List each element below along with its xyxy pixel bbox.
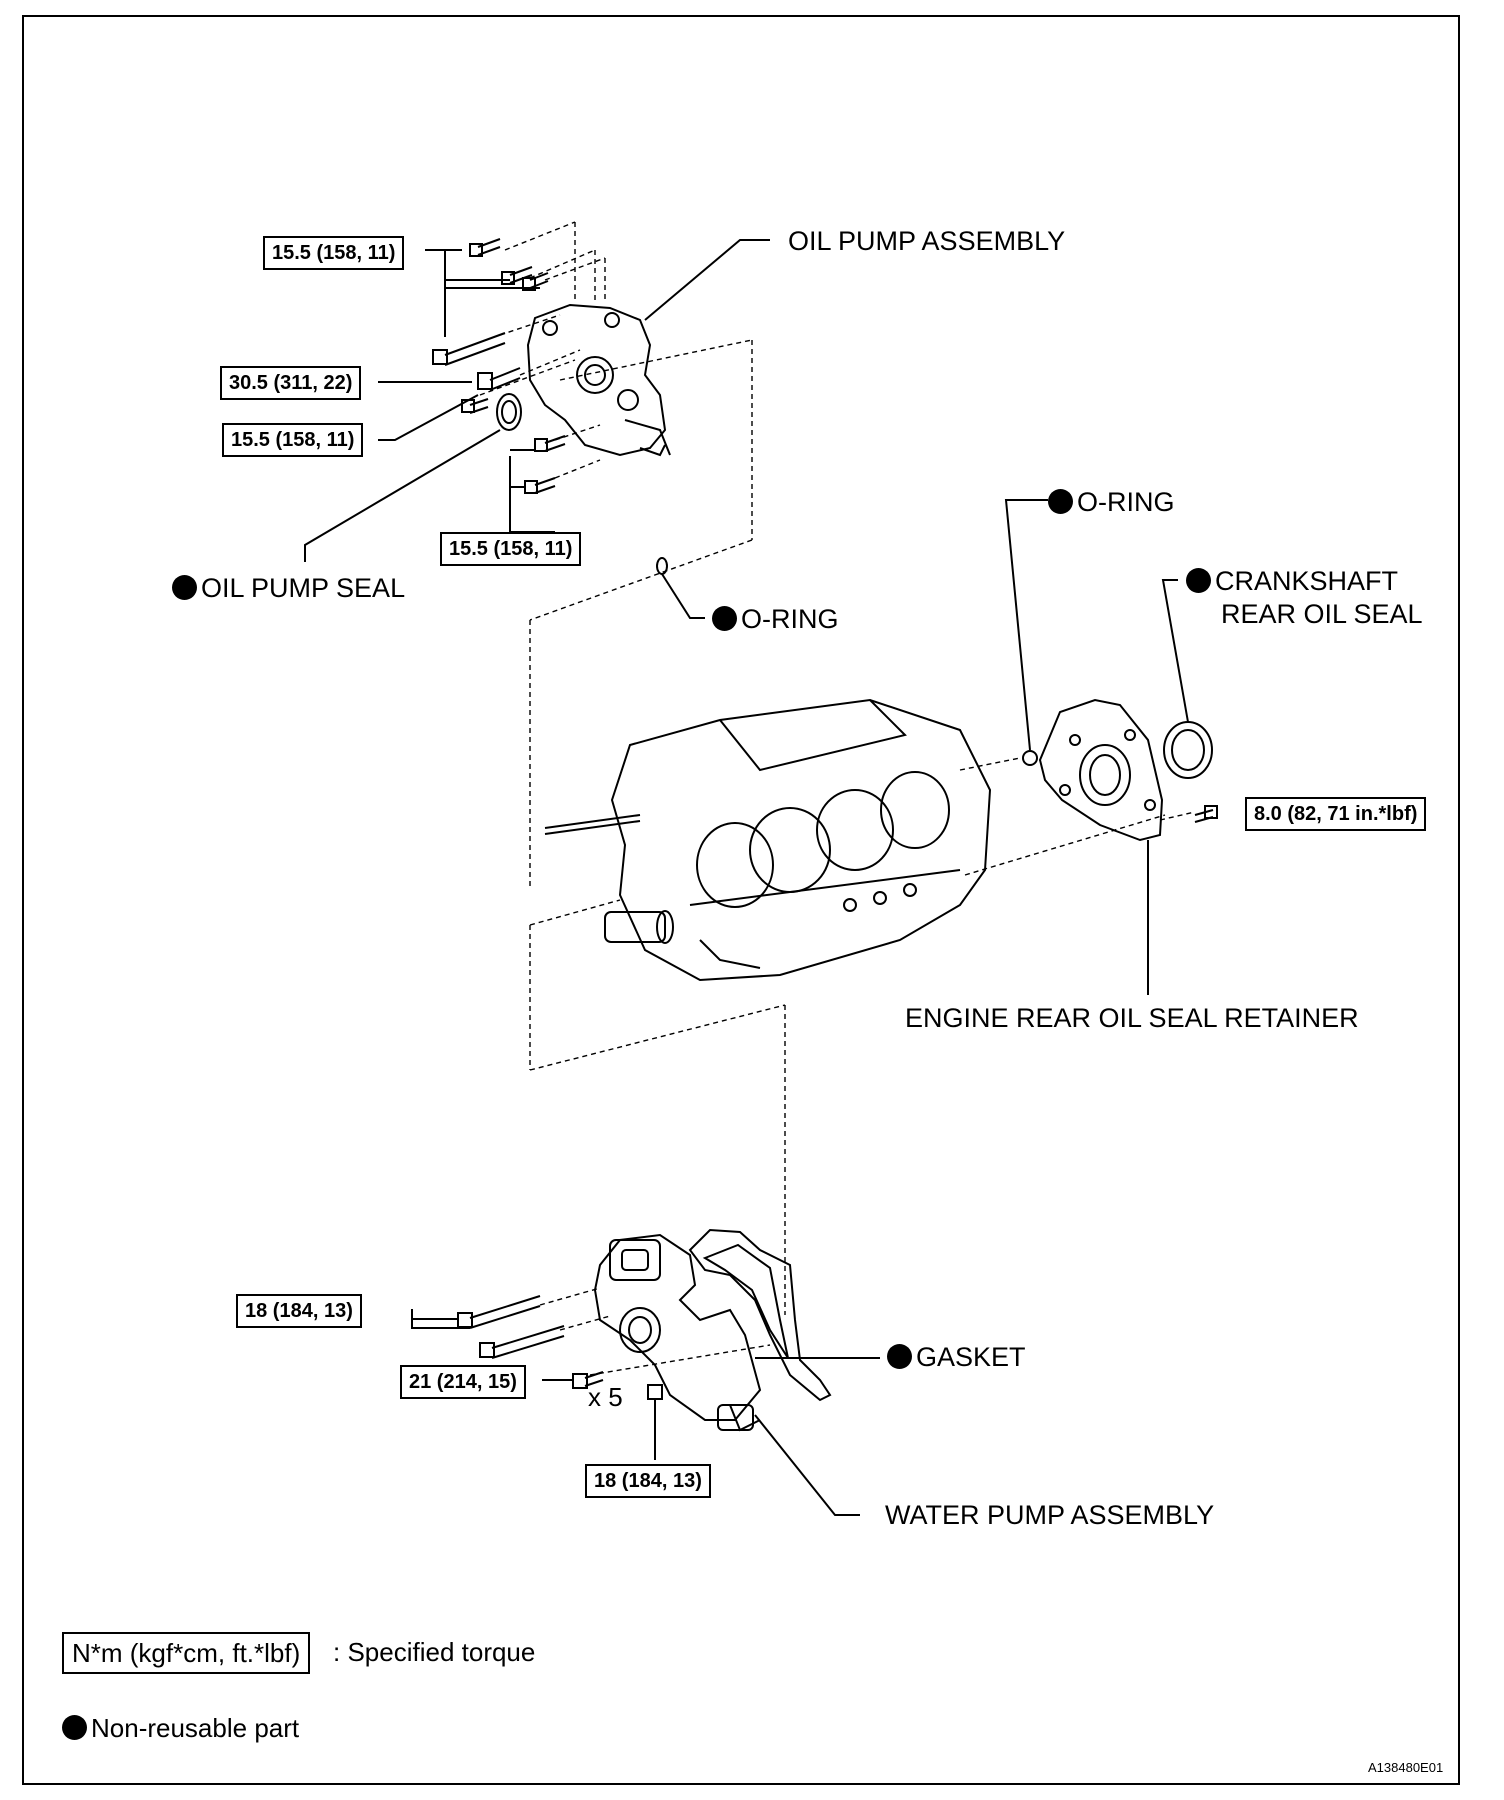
non-reusable-icon — [887, 1344, 912, 1369]
diagram-frame — [22, 15, 1460, 1785]
oil-pump-drawing — [526, 303, 671, 457]
label-water-pump-assembly: WATER PUMP ASSEMBLY — [885, 1500, 1215, 1530]
engine-block-drawing — [544, 698, 992, 982]
water-pump-drawing — [593, 1233, 762, 1432]
label-engine-rear-oil-seal-retainer: ENGINE REAR OIL SEAL RETAINER — [905, 1003, 1359, 1033]
non-reusable-icon — [1048, 489, 1073, 514]
non-reusable-icon — [712, 606, 737, 631]
o-ring-small-right — [1022, 750, 1038, 766]
label-o-ring-right: O-RING — [1048, 487, 1175, 517]
rear-oil-seal-retainer-drawing — [1038, 698, 1164, 842]
legend-non-reusable: Non-reusable part — [62, 1713, 299, 1743]
torque-oil-pump-left: 15.5 (158, 11) — [222, 423, 364, 457]
water-pump-bolts — [457, 1295, 663, 1400]
torque-water-pump-long: 18 (184, 13) — [236, 1294, 362, 1328]
torque-oil-pump-long-bolt: 30.5 (311, 22) — [220, 366, 362, 400]
oil-pump-seal-ring — [496, 393, 522, 431]
torque-oil-pump-bottom: 15.5 (158, 11) — [440, 532, 582, 566]
gasket-drawing — [688, 1228, 832, 1402]
label-crankshaft-rear-oil-seal-line2: REAR OIL SEAL — [1221, 599, 1423, 629]
torque-water-pump-bolts: 21 (214, 15) — [400, 1365, 526, 1399]
torque-water-pump-nut: 18 (184, 13) — [585, 1464, 711, 1498]
label-gasket: GASKET — [887, 1342, 1026, 1372]
leader-lines — [304, 239, 1189, 1516]
legend-torque-unit: N*m (kgf*cm, ft.*lbf) — [62, 1632, 311, 1674]
non-reusable-icon — [172, 575, 197, 600]
label-oil-pump-seal: OIL PUMP SEAL — [172, 573, 405, 603]
label-o-ring-right-text: O-RING — [1077, 487, 1175, 517]
crankshaft-rear-oil-seal-drawing — [1163, 721, 1213, 779]
label-crankshaft-line1: CRANKSHAFT — [1215, 566, 1399, 596]
torque-oil-pump-top: 15.5 (158, 11) — [263, 236, 405, 270]
o-ring-small-left — [656, 557, 668, 575]
non-reusable-icon — [1186, 568, 1211, 593]
retainer-bolt — [1204, 805, 1218, 819]
legend-torque-meaning: : Specified torque — [333, 1637, 536, 1667]
non-reusable-icon — [62, 1715, 87, 1740]
quantity-note: x 5 — [588, 1382, 623, 1412]
label-oil-pump-assembly: OIL PUMP ASSEMBLY — [788, 226, 1066, 256]
label-crankshaft-rear-oil-seal: CRANKSHAFT — [1186, 566, 1398, 596]
legend-non-reusable-text: Non-reusable part — [91, 1713, 300, 1743]
label-o-ring-left-text: O-RING — [741, 604, 839, 634]
label-o-ring-left: O-RING — [712, 604, 839, 634]
oil-pump-bolts — [432, 238, 566, 494]
label-oil-pump-seal-text: OIL PUMP SEAL — [201, 573, 406, 603]
label-gasket-text: GASKET — [916, 1342, 1026, 1372]
figure-code: A138480E01 — [1368, 1760, 1444, 1775]
torque-rear-retainer: 8.0 (82, 71 in.*lbf) — [1245, 797, 1427, 831]
